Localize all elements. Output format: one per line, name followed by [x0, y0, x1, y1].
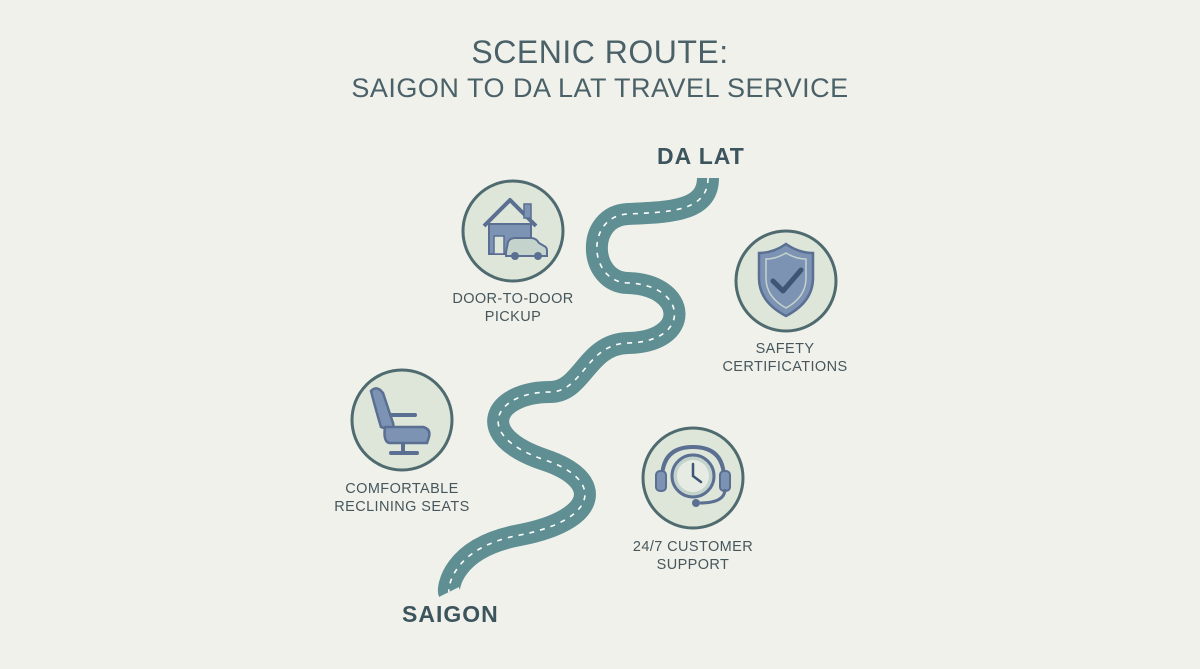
safety-badge — [734, 229, 838, 333]
customer-support-badge — [641, 426, 745, 530]
reclining-seat-icon — [369, 387, 431, 455]
origin-label: SAIGON — [402, 601, 499, 627]
safety-label: SAFETY CERTIFICATIONS — [722, 341, 848, 375]
title-line-1: SCENIC ROUTE: — [471, 34, 729, 70]
reclining-seats-label: COMFORTABLE RECLINING SEATS — [334, 481, 470, 515]
destination-label: DA LAT — [657, 143, 745, 169]
customer-support-label: 24/7 CUSTOMER SUPPORT — [632, 539, 754, 573]
door-to-door-badge — [461, 179, 565, 283]
door-to-door-label: DOOR-TO-DOOR PICKUP — [452, 291, 574, 325]
headset-clock-icon — [655, 444, 731, 507]
shield-check-icon — [757, 242, 815, 318]
reclining-seats-badge — [350, 368, 454, 472]
title-line-2: SAIGON TO DA LAT TRAVEL SERVICE — [351, 73, 849, 103]
road-center-line — [448, 177, 709, 593]
house-car-icon — [482, 198, 548, 260]
